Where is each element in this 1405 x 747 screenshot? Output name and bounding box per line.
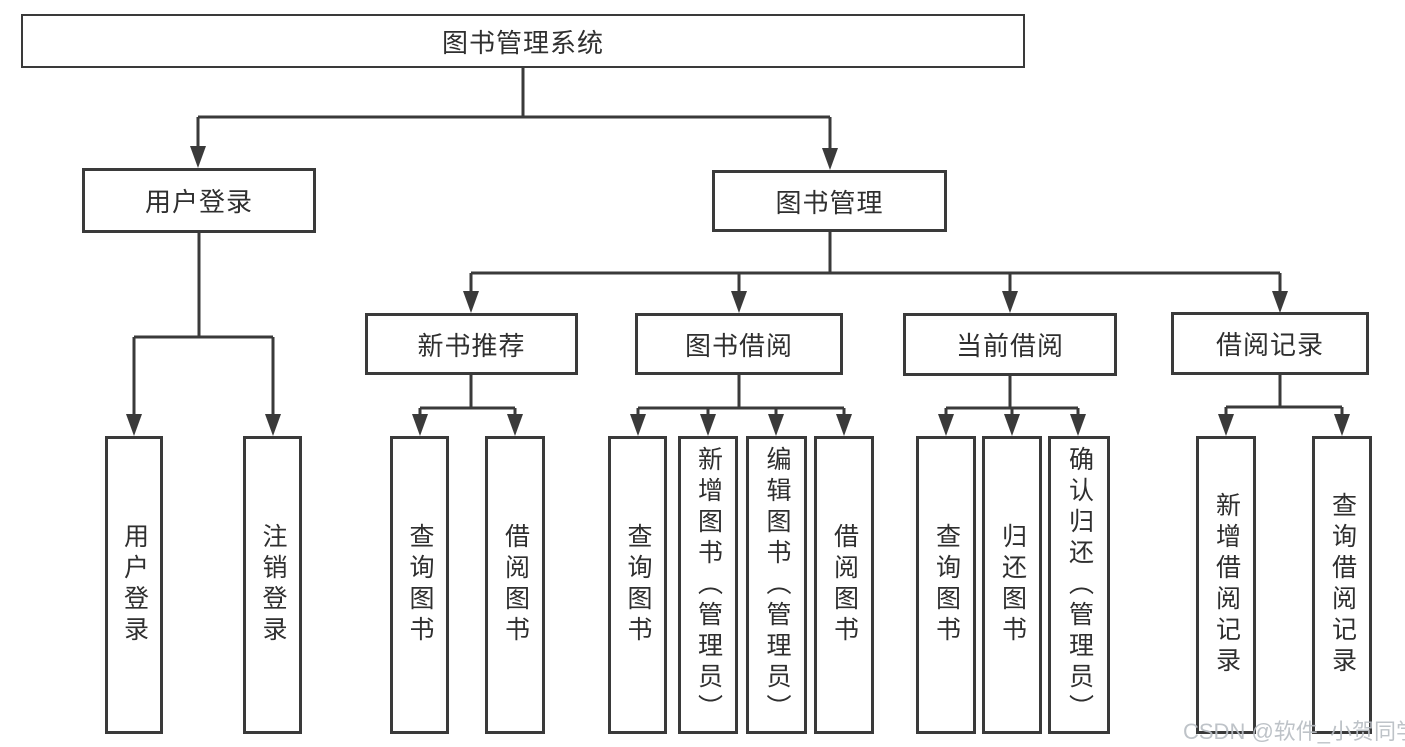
node-borrowing-records: 借阅记录 <box>1171 312 1369 375</box>
leaf-edit-book-admin: 编辑图书（管理员） <box>746 436 807 734</box>
node-user-login: 用户登录 <box>82 168 316 233</box>
edge-borrowing-records-to-leaves <box>1218 375 1350 436</box>
leaf-query-books-recommend: 查询图书 <box>390 436 449 734</box>
leaf-query-borrow-record: 查询借阅记录 <box>1312 436 1372 734</box>
node-library-management-system: 图书管理系统 <box>21 14 1025 68</box>
leaf-add-book-admin: 新增图书（管理员） <box>678 436 738 734</box>
leaf-logout: 注销登录 <box>243 436 302 734</box>
leaf-user-login: 用户登录 <box>105 436 163 734</box>
edge-new-book-recommendation-to-leaves <box>412 375 523 436</box>
leaf-borrow-books-borrowing: 借阅图书 <box>814 436 874 734</box>
node-book-borrowing: 图书借阅 <box>635 313 843 375</box>
edge-book-borrowing-to-leaves <box>630 375 852 436</box>
leaf-borrow-books-recommend: 借阅图书 <box>485 436 545 734</box>
node-book-management: 图书管理 <box>712 170 947 232</box>
node-current-borrowing: 当前借阅 <box>903 313 1117 376</box>
csdn-watermark: CSDN @软件_小贺同学 <box>1183 719 1405 744</box>
node-new-book-recommendation: 新书推荐 <box>365 313 578 375</box>
leaf-query-books-borrowing: 查询图书 <box>608 436 667 734</box>
leaf-query-books-current: 查询图书 <box>916 436 976 734</box>
edge-current-borrowing-to-leaves <box>938 376 1086 436</box>
edge-root-to-level2 <box>190 68 838 170</box>
leaf-confirm-return-admin: 确认归还（管理员） <box>1048 436 1110 734</box>
edge-book-management-to-level3 <box>463 232 1288 313</box>
leaf-return-books: 归还图书 <box>982 436 1042 734</box>
leaf-add-borrow-record: 新增借阅记录 <box>1196 436 1256 734</box>
edge-user-login-to-leaves <box>126 233 281 436</box>
